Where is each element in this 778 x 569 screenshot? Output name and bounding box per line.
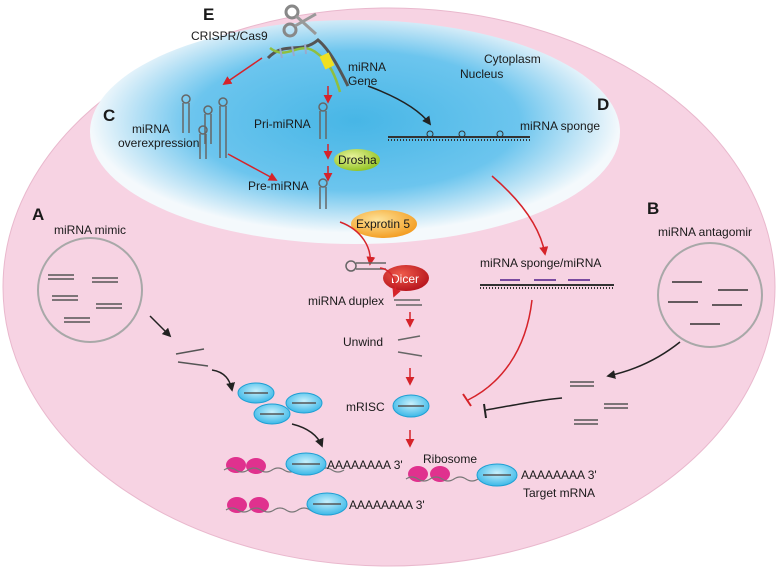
inhibit-antagomir-to-mrisc bbox=[485, 397, 563, 411]
nucleus bbox=[90, 20, 620, 244]
arrow-sponge-to-complex bbox=[491, 175, 549, 256]
mirna-gene-label-line1: miRNA bbox=[348, 60, 386, 74]
overexpression-label-line2: overexpression bbox=[118, 136, 199, 150]
dna-helix-icon bbox=[266, 38, 350, 93]
scissors-icon bbox=[282, 4, 318, 38]
arrow-dicer bbox=[379, 267, 401, 298]
pre-mirna-label: Pre-miRNA bbox=[248, 179, 309, 193]
antagomir-bound bbox=[570, 381, 628, 425]
antagomir-strands bbox=[668, 281, 748, 325]
target-mrna-label: Target mRNA bbox=[523, 486, 595, 500]
arrow-mimic-2 bbox=[211, 369, 235, 392]
polya-tail-1: AAAAAAAA 3' bbox=[327, 458, 403, 472]
panel-label-b: B bbox=[647, 199, 659, 218]
arrow-overexpression-to-pre bbox=[227, 153, 278, 181]
arrow-gene-to-sponge bbox=[367, 85, 432, 126]
polya-tail-2: AAAAAAAA 3' bbox=[521, 468, 597, 482]
ribosome-label: Ribosome bbox=[423, 452, 477, 466]
dicer-label: Dicer bbox=[391, 272, 419, 286]
risc-complex-icon bbox=[237, 382, 323, 425]
mirna-sponge-label: miRNA sponge bbox=[520, 119, 600, 133]
mrisc-label: mRISC bbox=[346, 400, 385, 414]
mirna-gene-label-line2: Gene bbox=[348, 74, 378, 88]
inhibit-bar-antagomir bbox=[483, 403, 487, 419]
arrow-exportin-to-cytoplasm bbox=[339, 221, 376, 266]
panel-label-c: C bbox=[103, 106, 115, 125]
panel-label-e: E bbox=[203, 5, 214, 24]
mirna-sponge-strand bbox=[388, 130, 530, 141]
cytoplasm-label: Cytoplasm bbox=[484, 52, 541, 66]
crispr-label: CRISPR/Cas9 bbox=[191, 29, 268, 43]
hairpin-rna-icon bbox=[318, 178, 328, 209]
risc-complex-icon bbox=[285, 452, 518, 516]
unwound-strand-icon bbox=[397, 335, 423, 357]
panel-label-d: D bbox=[597, 95, 609, 114]
mimic-duplexes bbox=[48, 274, 122, 323]
exportin-5 bbox=[351, 210, 417, 238]
inhibit-bar-sponge bbox=[462, 393, 472, 407]
unwind-label: Unwind bbox=[343, 335, 383, 349]
polya-tail-3: AAAAAAAA 3' bbox=[349, 498, 425, 512]
arrow-antagomir bbox=[606, 341, 681, 379]
arrow-mimic-3 bbox=[291, 423, 324, 448]
pri-mirna-label: Pri-miRNA bbox=[254, 117, 311, 131]
arrow-crispr-to-overexpression bbox=[222, 57, 263, 86]
mirna-duplex-label: miRNA duplex bbox=[308, 294, 384, 308]
sponge-mirna-label: miRNA sponge/miRNA bbox=[480, 256, 601, 270]
mirna-mimic-label: miRNA mimic bbox=[54, 223, 126, 237]
overexpression-label-line1: miRNA bbox=[132, 122, 170, 136]
arrow-mimic-1 bbox=[149, 315, 172, 338]
inhibit-sponge-to-mrisc bbox=[467, 299, 533, 401]
nucleus-label: Nucleus bbox=[460, 67, 503, 81]
panel-label-a: A bbox=[32, 205, 44, 224]
mirna-antagomir-label: miRNA antagomir bbox=[658, 225, 752, 239]
drosha-label: Drosha bbox=[338, 153, 377, 167]
sponge-mirna-complex bbox=[480, 279, 614, 289]
hairpin-rna-icon bbox=[181, 94, 228, 159]
mimic-unwound bbox=[175, 348, 209, 367]
mirna-duplex-icon bbox=[394, 299, 422, 306]
drosha-enzyme bbox=[334, 149, 380, 171]
mimic-circle bbox=[37, 237, 143, 343]
dicer-enzyme bbox=[383, 265, 429, 291]
antagomir-circle bbox=[657, 242, 763, 348]
hairpin-rna-icon bbox=[318, 102, 328, 139]
hairpin-rna-icon bbox=[345, 260, 386, 272]
exportin-label: Exprotin 5 bbox=[356, 217, 410, 231]
